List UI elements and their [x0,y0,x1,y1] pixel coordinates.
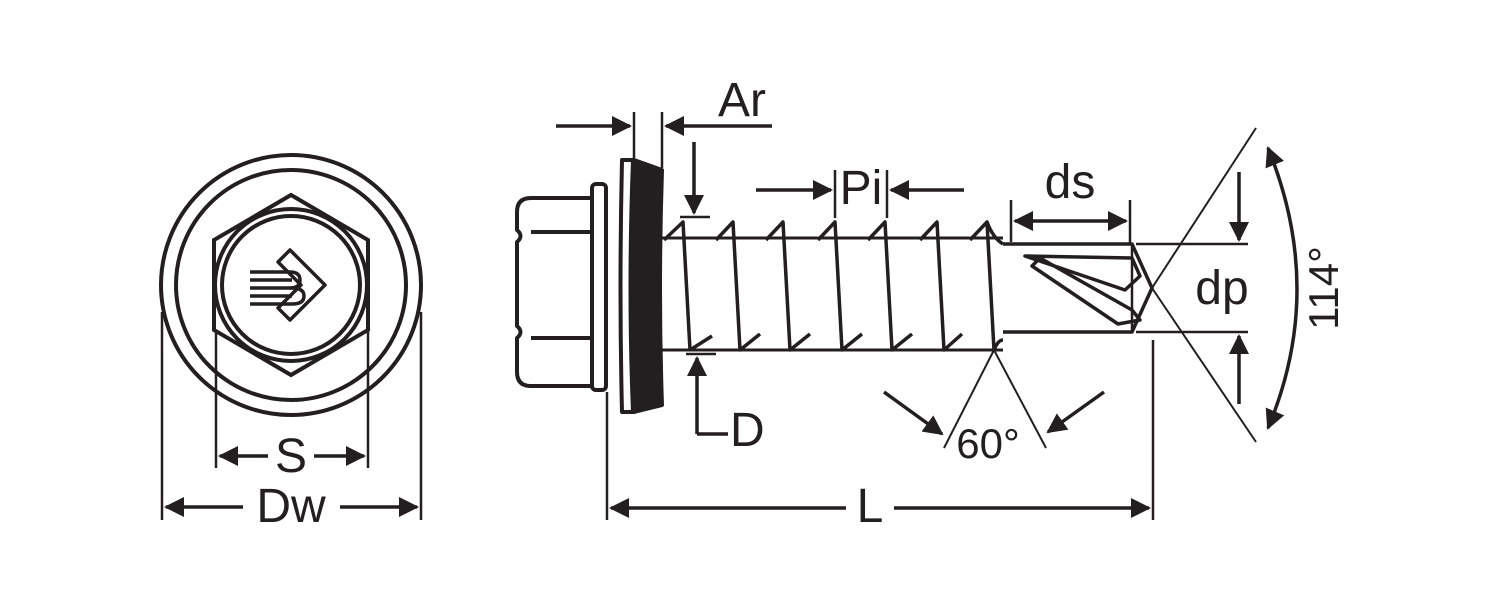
angle-60-arrow-left [882,390,944,436]
ar-dimension [556,112,772,168]
thread-profile [662,220,1004,352]
dw-dimension [160,312,423,520]
angle-114-arc [1265,146,1299,430]
dp-dimension [1136,172,1249,404]
pi-label: Pi [840,162,883,215]
l-label: L [857,480,884,533]
head-top-view [159,153,423,417]
ar-label: Ar [718,74,766,127]
rubber-washer [630,158,664,414]
dw-label: Dw [256,480,326,533]
thread-angle-60 [882,349,1106,449]
angle-60-arrow-right [1046,390,1106,434]
drill-point [1003,242,1154,334]
washer-inner-circle [174,168,408,402]
hex-inner-circle [220,214,362,356]
s-dimension [214,332,370,468]
d-dimension [680,142,728,436]
pi-dimension [756,170,964,218]
hex-head-side [515,196,594,388]
washer-outer-circle [159,153,423,417]
hex-head-outline [212,192,370,378]
l-dimension [605,340,1155,520]
angle-60-label: 60° [956,420,1020,467]
dp-label: dp [1195,262,1248,315]
brand-logo-icon [250,248,327,322]
s-label: S [275,430,307,483]
angle-114-label: 114° [1300,246,1347,330]
ds-dimension [1009,200,1132,244]
d-label: D [730,404,765,457]
flange-collar [590,182,608,392]
hex-bearing-circle [213,207,369,363]
screw-side-view [515,158,1003,414]
point-angle-114 [1151,127,1299,443]
ds-label: ds [1045,156,1096,209]
